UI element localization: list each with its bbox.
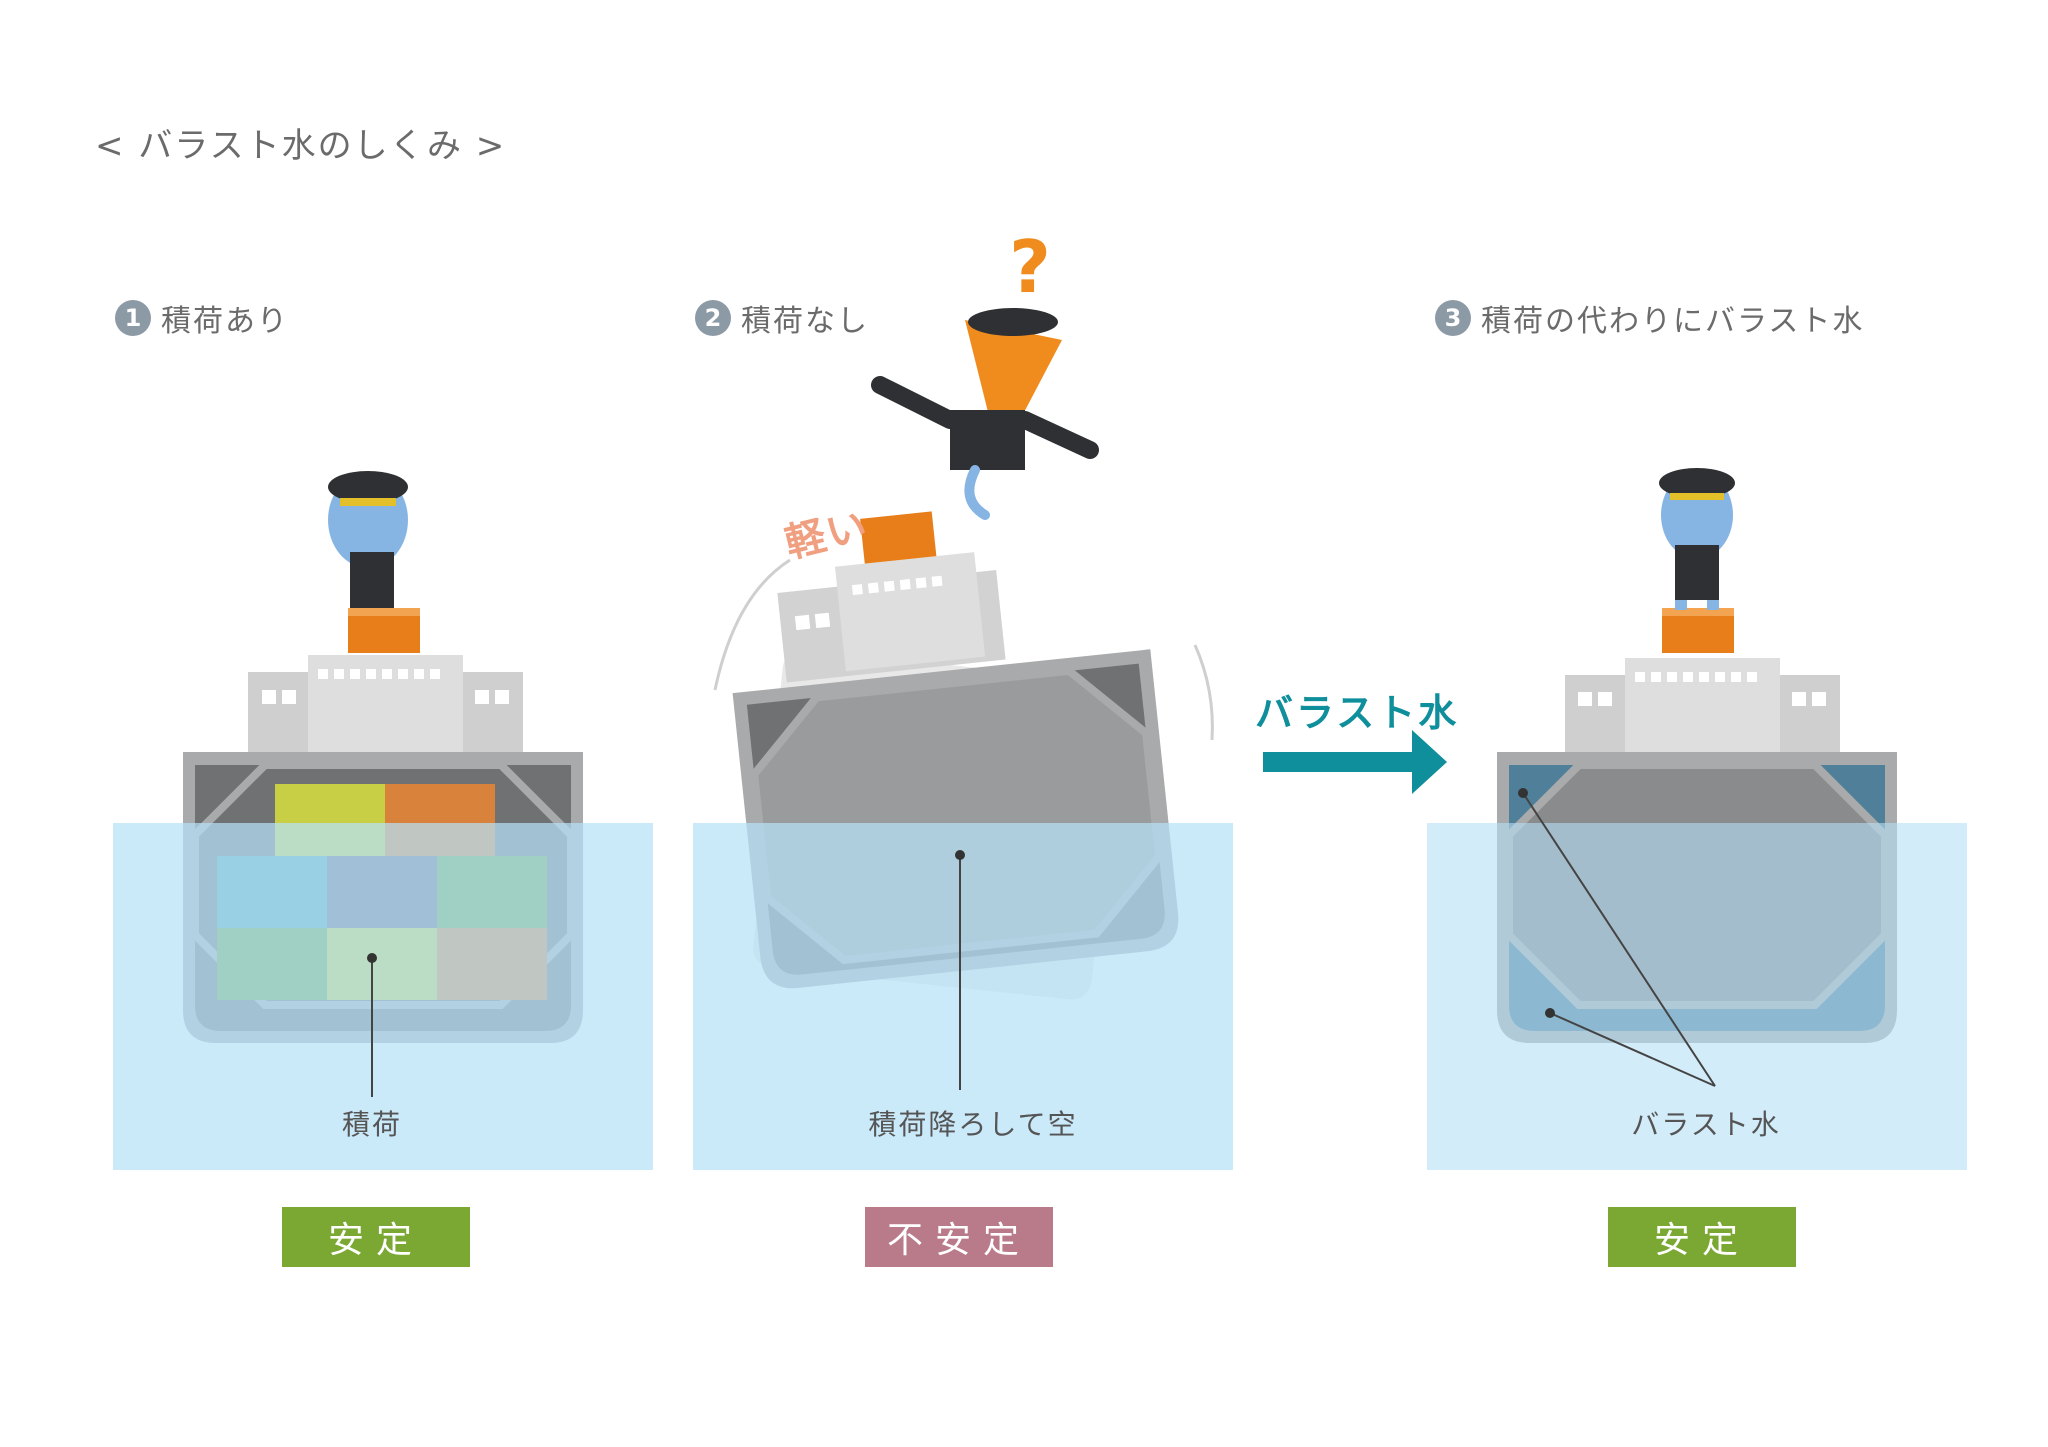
arrow-label: バラスト水 xyxy=(1255,691,1460,735)
page-title: < バラスト水のしくみ > xyxy=(95,126,507,166)
empty-hold-pointer-dot xyxy=(955,850,965,860)
step-1-number: 1 xyxy=(115,300,151,336)
water-1 xyxy=(113,823,653,1170)
caption-cargo: 積荷 xyxy=(341,1108,403,1141)
step-2-number: 2 xyxy=(695,300,731,336)
step-1-label: 1 積荷あり xyxy=(115,296,289,340)
ballast-pointer-line-2 xyxy=(1549,1012,1716,1087)
step-2-text: 積荷なし xyxy=(741,304,869,339)
step-3-label: 3 積荷の代わりにバラスト水 xyxy=(1435,296,1864,340)
caption-ballast: バラスト水 xyxy=(1631,1108,1781,1141)
ballast-pointer-dot-2 xyxy=(1545,1008,1555,1018)
ballast-pointer-dot-1 xyxy=(1518,788,1528,798)
ballast-pointer-line-1 xyxy=(1522,792,1716,1087)
status-badge-stable-1: 安定 xyxy=(282,1207,470,1267)
step-3-number: 3 xyxy=(1435,300,1471,336)
caption-empty: 積荷降ろして空 xyxy=(868,1108,1078,1141)
water-3 xyxy=(1427,823,1967,1170)
status-badge-stable-3: 安定 xyxy=(1608,1207,1796,1267)
question-mark: ? xyxy=(1009,225,1051,309)
arrow-icon xyxy=(1263,730,1447,794)
step-2-label: 2 積荷なし xyxy=(695,296,869,340)
water-2 xyxy=(693,823,1233,1170)
status-badge-unstable: 不安定 xyxy=(865,1207,1053,1267)
step-3-text: 積荷の代わりにバラスト水 xyxy=(1481,304,1865,339)
step-1-text: 積荷あり xyxy=(161,304,289,339)
cargo-pointer-dot xyxy=(367,953,377,963)
